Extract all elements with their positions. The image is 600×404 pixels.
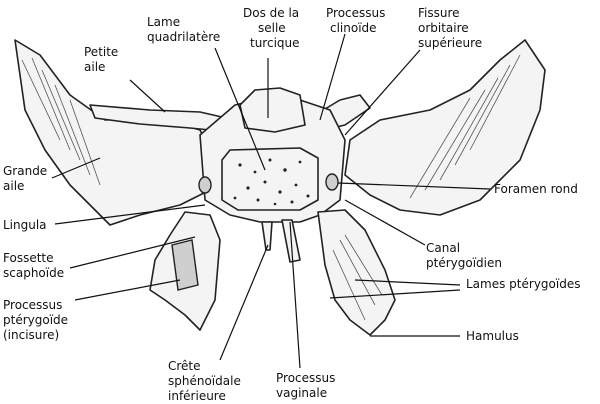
left-foramen bbox=[198, 176, 212, 194]
leader-lines bbox=[51, 33, 491, 369]
label-crete-sphenoidale: Crête sphénoïdale inférieure bbox=[168, 359, 245, 403]
label-fossette-scaphoide: Fossette scaphoïde bbox=[3, 251, 64, 280]
label-petite-aile: Petite aile bbox=[84, 45, 122, 74]
label-lames-pterygoides: Lames ptérygoïdes bbox=[466, 277, 580, 291]
label-lingula: Lingula bbox=[3, 218, 47, 232]
label-grande-aile: Grande aile bbox=[3, 164, 51, 193]
sphenoid-illustration bbox=[14, 39, 546, 336]
label-processus-pterygoide: Processus ptérygoïde (incisure) bbox=[3, 298, 72, 342]
label-processus-vaginale: Processus vaginale bbox=[276, 371, 339, 400]
diagram-labels: Grande aile Petite aile Lame quadrilatèr… bbox=[3, 6, 580, 403]
label-canal-pterygoidien: Canal ptérygoïdien bbox=[426, 241, 502, 270]
right-pterygoid-process bbox=[317, 209, 396, 336]
right-foramen-rotundum bbox=[325, 173, 339, 191]
dorsum-sellae bbox=[239, 87, 306, 133]
label-fissure-orbitaire: Fissure orbitaire supérieure bbox=[418, 6, 482, 50]
quadrilateral-plate bbox=[221, 147, 319, 211]
label-processus-clinoide: Processus clinoïde bbox=[326, 6, 389, 35]
label-lame-quadrilatere: Lame quadrilatère bbox=[147, 15, 220, 44]
plate-pores bbox=[233, 158, 310, 206]
label-foramen-rond: Foramen rond bbox=[494, 182, 578, 196]
sphenoidal-crest bbox=[261, 221, 273, 251]
left-greater-wing bbox=[14, 39, 216, 226]
label-hamulus: Hamulus bbox=[466, 329, 519, 343]
label-dos-selle: Dos de la selle turcique bbox=[243, 6, 303, 50]
